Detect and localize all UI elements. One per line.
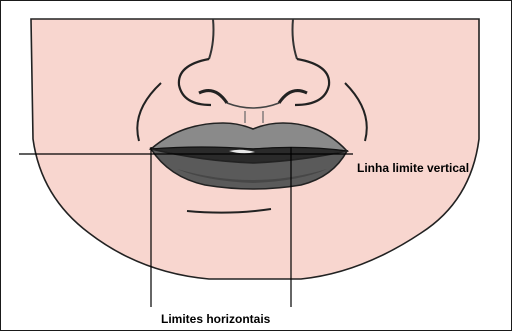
- vertical-line-label: Linha limite vertical: [357, 161, 469, 175]
- horizontal-limits-label: Limites horizontais: [161, 312, 270, 326]
